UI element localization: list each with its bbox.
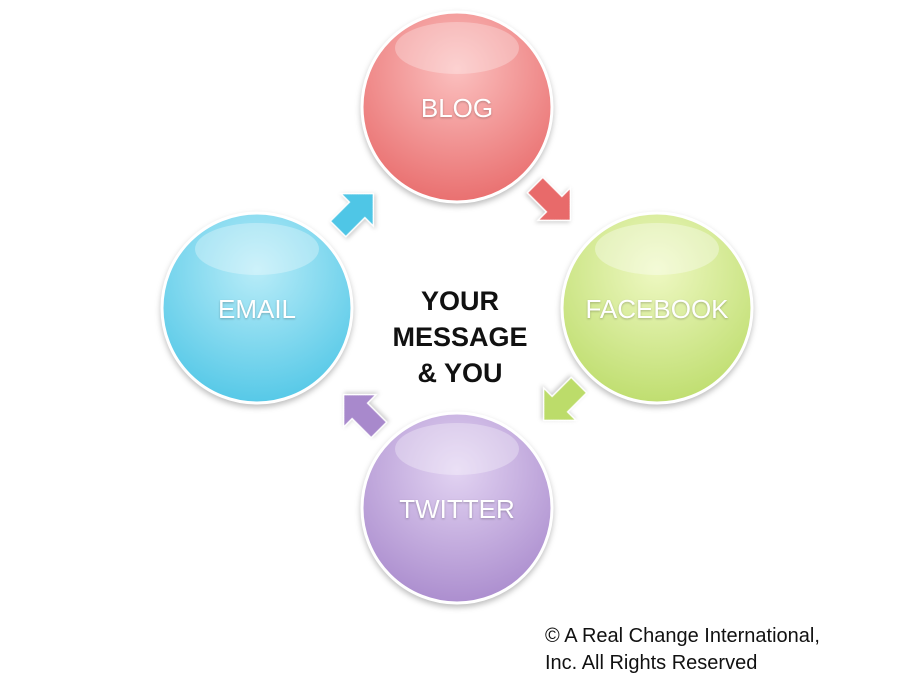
copyright-line-1: © A Real Change International, (545, 625, 820, 647)
copyright-notice: © A Real Change International, Inc. All … (545, 623, 885, 677)
facebook-circle-gloss (595, 223, 719, 275)
center-line-3: & YOU (417, 358, 503, 388)
email-circle (160, 211, 354, 405)
blog-circle-gloss (395, 22, 519, 74)
facebook-to-twitter-arrow (542, 376, 588, 422)
center-line-2: MESSAGE (392, 322, 528, 352)
email-to-blog-arrow (329, 192, 375, 238)
twitter-circle-gloss (395, 423, 519, 475)
email-label: EMAIL (217, 294, 297, 324)
twitter-to-email-arrow (342, 393, 388, 439)
center-line-1: YOUR (420, 286, 499, 316)
email-circle-gloss (195, 223, 319, 275)
copyright-line-2: Inc. All Rights Reserved (545, 652, 758, 674)
blog-to-facebook-arrow (526, 176, 572, 222)
center-message: YOUR MESSAGE & YOU (360, 283, 560, 391)
blog-circle (360, 10, 554, 204)
twitter-circle (360, 411, 554, 605)
facebook-circle (560, 211, 754, 405)
blog-label: BLOG (420, 93, 494, 123)
twitter-label: TWITTER (399, 494, 515, 524)
facebook-label: FACEBOOK (585, 294, 729, 324)
